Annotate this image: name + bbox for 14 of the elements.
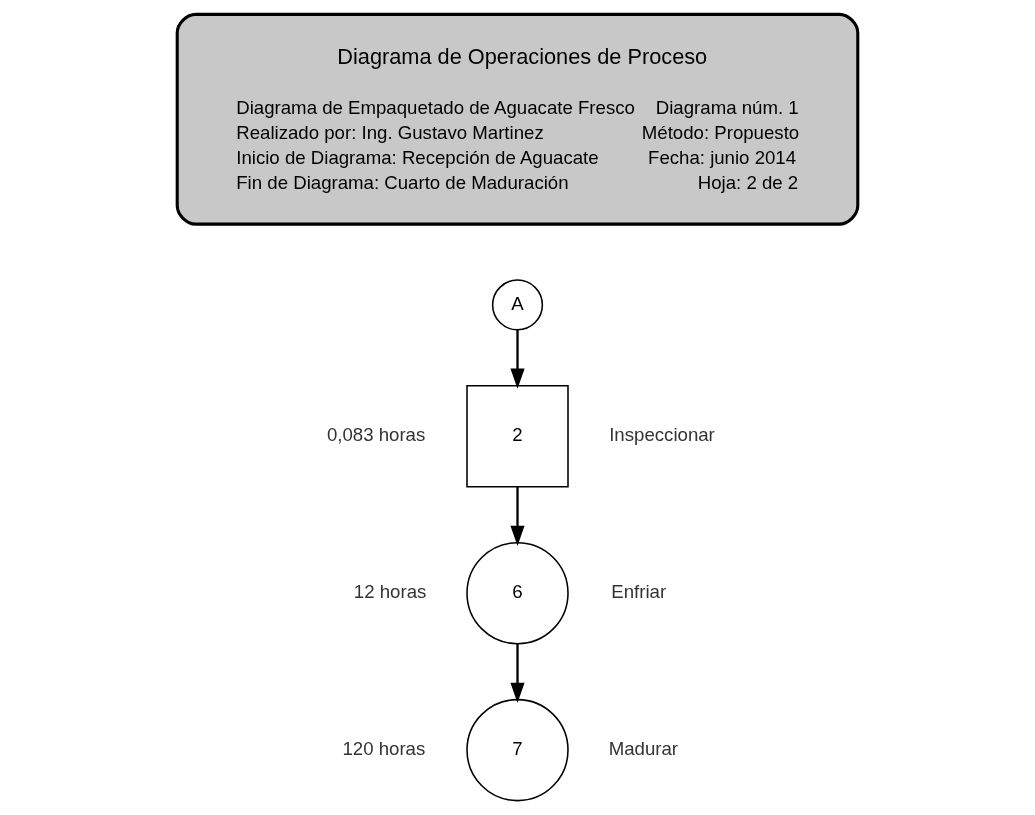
node-label: 0,083 horas [326, 424, 426, 446]
node-label: 12 horas [353, 581, 427, 602]
arrow [510, 330, 525, 389]
arrow [510, 643, 525, 703]
node-circle: 7 [466, 698, 569, 802]
node-circle: A [491, 279, 544, 331]
node-box: Diagrama de Operaciones de Proceso Diagrama de Empaquetado de Aguacate Fresco Diagrama núm. 1 Realizado por: Ing. Gustavo Martinez Método: Propuesto Inicio de Diagrama: Recepción de Aguacate Fecha: junio 2014 Fin de Diagrama: Cuarto de Maduración Hoja: 2 de 2 [175, 12, 860, 226]
node-label: Madurar [608, 737, 679, 759]
node-label: Enfriar [611, 581, 667, 602]
arrow [510, 486, 525, 546]
node-box: 2 [466, 384, 569, 488]
node-circle: 6 [466, 541, 569, 645]
node-label: Inspeccionar [609, 424, 715, 446]
node-label: 120 horas [342, 737, 426, 759]
